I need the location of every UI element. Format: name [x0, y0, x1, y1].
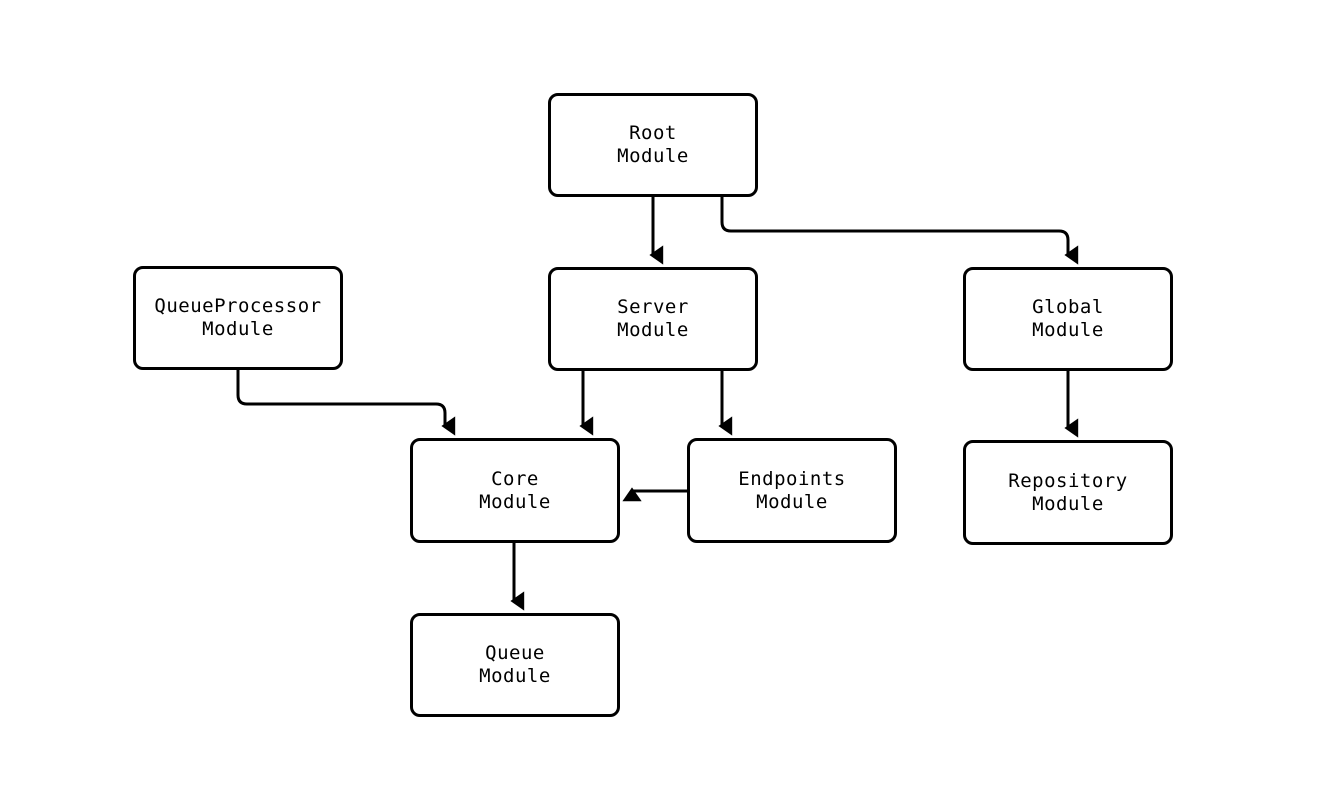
node-label-secondary: Module	[756, 490, 828, 513]
node-label-secondary: Module	[1032, 319, 1104, 341]
node-label-primary: QueueProcessor	[154, 295, 322, 317]
node-label-secondary: Module	[202, 318, 274, 340]
node-label-primary: Queue	[485, 642, 545, 664]
node-label-primary: Root	[629, 122, 677, 144]
node-label-primary: Core	[491, 467, 539, 490]
node-label-primary: Repository	[1008, 469, 1128, 492]
node-label-secondary: Module	[479, 665, 551, 687]
edge-queueprocessor-to-core	[236, 370, 456, 436]
node-label-secondary: Module	[479, 490, 551, 513]
node-label-primary: Server	[617, 296, 689, 318]
node-label-secondary: Module	[1032, 492, 1104, 515]
node-label-primary: Global	[1032, 296, 1104, 318]
edge-root-to-global	[720, 197, 1079, 265]
node-label-primary: Endpoints	[738, 467, 846, 490]
node-label-secondary: Module	[617, 319, 689, 341]
node-label-secondary: Module	[617, 145, 689, 167]
